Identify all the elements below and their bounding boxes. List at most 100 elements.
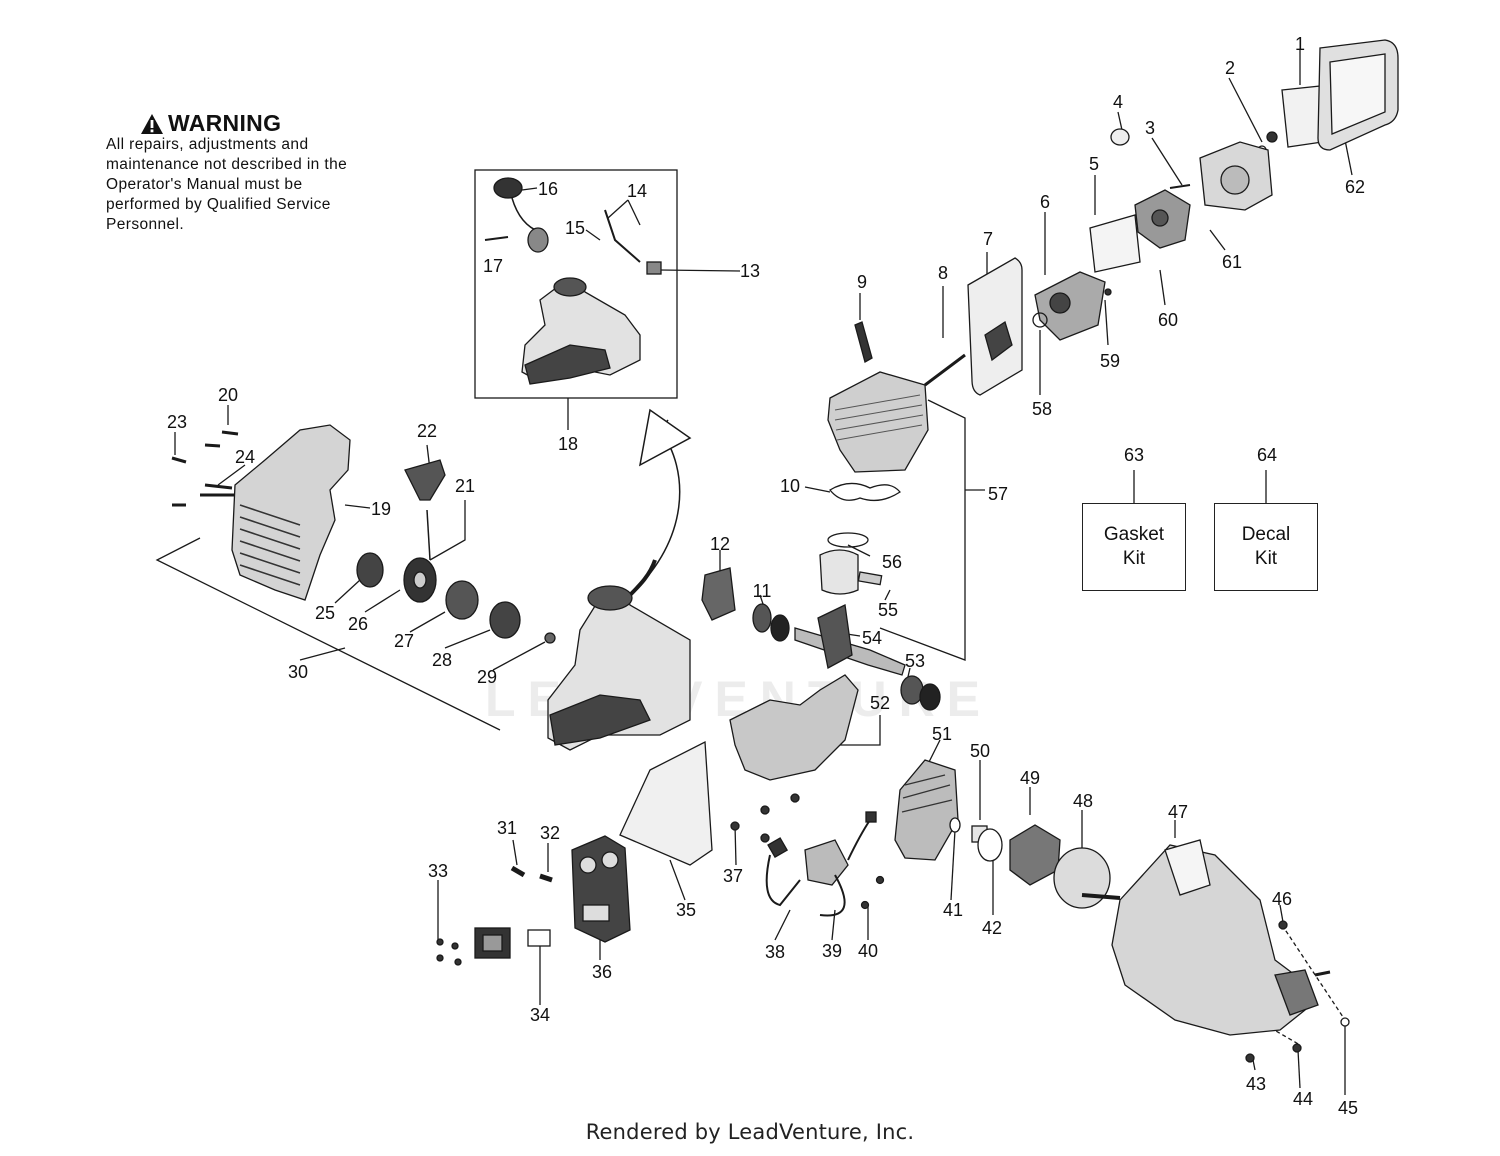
bolt-8 bbox=[924, 353, 966, 387]
label-14: 14 bbox=[627, 181, 647, 201]
label-43: 43 bbox=[1246, 1074, 1266, 1094]
label-10: 10 bbox=[780, 476, 800, 496]
piston-ring bbox=[827, 532, 869, 548]
label-32: 32 bbox=[540, 823, 560, 843]
label-61: 61 bbox=[1222, 252, 1242, 272]
label-11: 11 bbox=[753, 581, 772, 601]
label-2: 2 bbox=[1225, 58, 1235, 78]
label-23: 23 bbox=[167, 412, 187, 432]
warning-body: All repairs, adjustments and maintenance… bbox=[106, 136, 348, 233]
label-12: 12 bbox=[710, 534, 730, 554]
label-52: 52 bbox=[870, 693, 890, 713]
label-63: 63 bbox=[1124, 445, 1144, 465]
label-39: 39 bbox=[822, 941, 842, 961]
footer-credit: Rendered by LeadVenture, Inc. bbox=[585, 1120, 915, 1144]
label-44: 44 bbox=[1293, 1089, 1313, 1109]
bracket-30 bbox=[155, 537, 501, 731]
spark-lead bbox=[765, 854, 801, 907]
fuel-cap bbox=[493, 177, 523, 199]
label-31: 31 bbox=[497, 818, 517, 838]
label-35: 35 bbox=[676, 900, 696, 920]
label-47: 47 bbox=[1168, 802, 1188, 822]
spark-plug bbox=[854, 321, 873, 363]
cylinder bbox=[827, 371, 929, 473]
primer-cap bbox=[1110, 128, 1130, 146]
shield-plate bbox=[619, 740, 713, 866]
label-58: 58 bbox=[1032, 399, 1052, 419]
label-3: 3 bbox=[1145, 118, 1155, 138]
gasket-kit-box: Gasket Kit bbox=[1082, 503, 1186, 591]
label-21: 21 bbox=[455, 476, 475, 496]
warning-title: WARNING bbox=[168, 110, 282, 136]
ignition-coil bbox=[804, 839, 849, 886]
pulley-25 bbox=[356, 552, 384, 588]
label-53: 53 bbox=[905, 651, 925, 671]
starter-housing bbox=[231, 424, 351, 601]
nut-2 bbox=[1266, 131, 1278, 143]
bearing-11 bbox=[752, 603, 772, 633]
washer-42 bbox=[977, 828, 1003, 862]
label-18: 18 bbox=[558, 434, 578, 454]
label-20: 20 bbox=[218, 385, 238, 405]
spring-27 bbox=[445, 580, 479, 620]
bracket-57 bbox=[879, 399, 966, 661]
label-49: 49 bbox=[1020, 768, 1040, 788]
label-54: 54 bbox=[862, 628, 882, 648]
inset-frame bbox=[474, 169, 678, 399]
label-17: 17 bbox=[483, 256, 503, 276]
clutch-housing bbox=[1111, 844, 1306, 1036]
cyl-gasket bbox=[829, 482, 901, 502]
label-13: 13 bbox=[740, 261, 760, 281]
label-60: 60 bbox=[1158, 310, 1178, 330]
gasket-kit-line2: Kit bbox=[1122, 548, 1146, 569]
label-19: 19 bbox=[371, 499, 391, 519]
label-55: 55 bbox=[878, 600, 898, 620]
label-29: 29 bbox=[477, 667, 497, 687]
part-12 bbox=[701, 567, 736, 621]
label-36: 36 bbox=[592, 962, 612, 982]
fuel-filter bbox=[646, 261, 662, 275]
label-46: 46 bbox=[1272, 889, 1292, 909]
decal-kit-line2: Kit bbox=[1254, 548, 1278, 569]
label-7: 7 bbox=[983, 229, 993, 249]
label-59: 59 bbox=[1100, 351, 1120, 371]
warning-triangle-icon bbox=[141, 113, 163, 134]
label-56: 56 bbox=[882, 552, 902, 572]
gasket-kit-line1: Gasket bbox=[1103, 524, 1165, 545]
label-9: 9 bbox=[857, 272, 867, 292]
decal-kit-box: Decal Kit bbox=[1214, 503, 1318, 591]
label-64: 64 bbox=[1257, 445, 1277, 465]
crankcase bbox=[729, 674, 859, 781]
decal-kit-line1: Decal bbox=[1241, 524, 1291, 545]
label-8: 8 bbox=[938, 263, 948, 283]
label-25: 25 bbox=[315, 603, 335, 623]
label-16: 16 bbox=[538, 179, 558, 199]
flywheel bbox=[894, 759, 959, 861]
warning-heading: WARNING bbox=[140, 110, 376, 137]
warning-notice: WARNING All repairs, adjustments and mai… bbox=[106, 110, 376, 235]
clutch-drum bbox=[1053, 847, 1111, 909]
starter-handle bbox=[404, 459, 446, 501]
label-1: 1 bbox=[1295, 34, 1305, 54]
label-4: 4 bbox=[1113, 92, 1123, 112]
carb-gasket bbox=[1089, 214, 1141, 273]
clutch bbox=[1009, 824, 1061, 886]
outer-coupler bbox=[1274, 969, 1319, 1016]
label-62: 62 bbox=[1345, 177, 1365, 197]
label-50: 50 bbox=[970, 741, 990, 761]
piston bbox=[819, 549, 859, 595]
label-6: 6 bbox=[1040, 192, 1050, 212]
label-33: 33 bbox=[428, 861, 448, 881]
label-22: 22 bbox=[417, 421, 437, 441]
switch-housing bbox=[571, 835, 631, 943]
label-38: 38 bbox=[765, 942, 785, 962]
part-number-labels: 1 2 3 4 5 6 7 8 9 10 11 12 13 14 15 16 1… bbox=[167, 34, 1365, 1118]
label-5: 5 bbox=[1089, 154, 1099, 174]
label-28: 28 bbox=[432, 650, 452, 670]
label-30: 30 bbox=[288, 662, 308, 682]
label-48: 48 bbox=[1073, 791, 1093, 811]
label-26: 26 bbox=[348, 614, 368, 634]
label-40: 40 bbox=[858, 941, 878, 961]
label-37: 37 bbox=[723, 866, 743, 886]
